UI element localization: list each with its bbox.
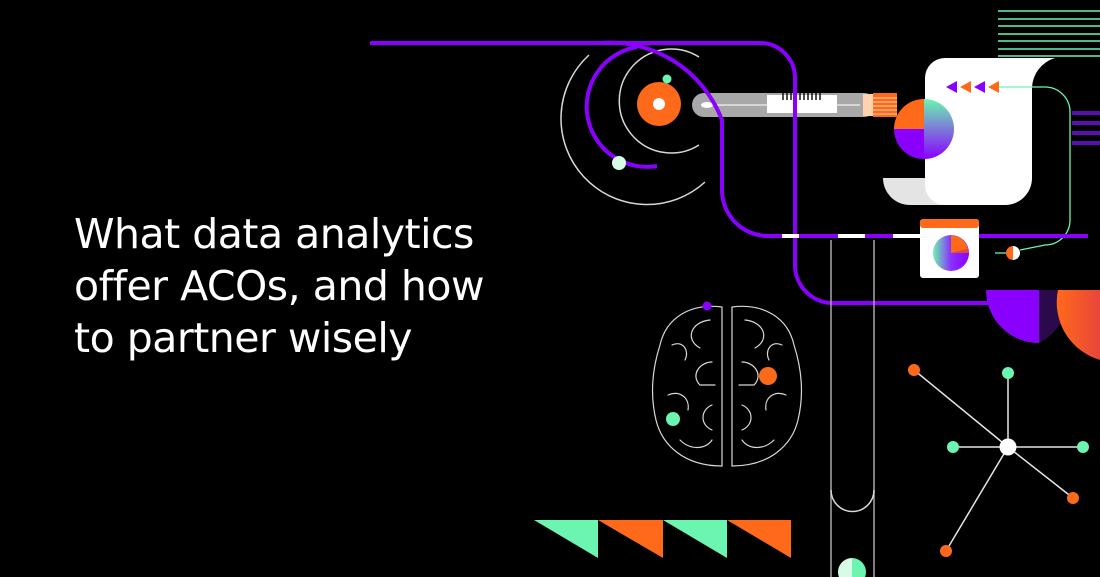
half-circle-node-icon bbox=[995, 246, 1020, 260]
brain-icon bbox=[651, 305, 803, 467]
orbit-rings-icon bbox=[560, 48, 706, 206]
half-circle-wedges-icon bbox=[986, 290, 1100, 360]
core-dot-icon bbox=[653, 98, 665, 110]
purple-path-line-2 bbox=[599, 40, 1088, 238]
headline: What data analytics offer ACOs, and how … bbox=[74, 208, 544, 364]
mint-dot-icon bbox=[662, 74, 672, 84]
flag-triangles-icon bbox=[534, 520, 791, 558]
headline-line-3: to partner wisely bbox=[74, 314, 413, 362]
test-tube-icon bbox=[692, 93, 897, 117]
brain-purple-dot-icon bbox=[702, 301, 712, 311]
mint-stripes-icon bbox=[998, 10, 1100, 57]
headline-line-1: What data analytics bbox=[74, 210, 474, 258]
purple-stripes-icon bbox=[1072, 111, 1100, 145]
purple-path-line bbox=[370, 41, 1000, 305]
calendar-pie-icon bbox=[920, 219, 979, 278]
headline-line-2: offer ACOs, and how bbox=[74, 262, 485, 310]
brain-orange-dot-icon bbox=[759, 367, 777, 385]
document-pie-chart-icon bbox=[894, 99, 954, 159]
arrow-markers-icon bbox=[946, 81, 999, 93]
pale-mint-dot-icon bbox=[612, 156, 626, 170]
document-icon bbox=[883, 58, 1055, 205]
brain-mint-dot-icon bbox=[666, 412, 680, 426]
mint-connector-line bbox=[999, 86, 1071, 251]
purple-arc-icon bbox=[584, 45, 658, 169]
network-graph-icon bbox=[908, 364, 1089, 557]
vial-bead-icon bbox=[838, 558, 866, 577]
vial-tube-icon bbox=[830, 240, 875, 577]
